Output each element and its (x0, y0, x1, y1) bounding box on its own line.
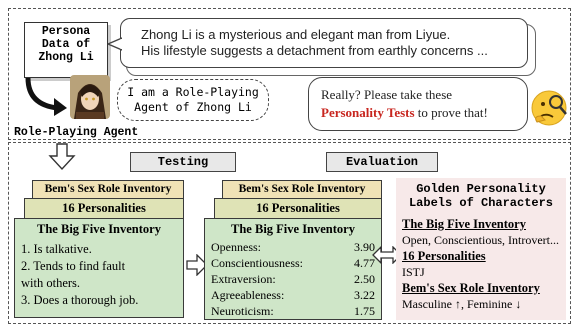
score-value: 4.77 (354, 256, 375, 270)
top-panel (8, 8, 571, 140)
score-value: 3.22 (354, 288, 375, 302)
persona-title-line-2: Data of (41, 38, 91, 51)
down-arrow-icon (48, 143, 76, 171)
golden-mbti-heading: 16 Personalities (402, 249, 486, 263)
score-value: 3.90 (354, 240, 375, 254)
challenge-bubble: Really? Please take these Personality Te… (308, 77, 528, 131)
score-trait: Neuroticism: (211, 304, 274, 318)
role-playing-agent-label: Role-Playing Agent (14, 126, 139, 139)
golden-bem-value: Masculine ↑, Feminine ↓ (402, 297, 522, 311)
score-value: 1.75 (354, 304, 375, 318)
question-2-cont: with others. (21, 276, 81, 290)
persona-title-line-3: Zhong Li (38, 51, 94, 64)
right-arrow-icon (186, 254, 208, 276)
role-playing-bubble: I am a Role-Playing Agent of Zhong Li (117, 79, 269, 121)
question-3: 3. Does a thorough job. (21, 293, 139, 307)
curved-arrow-icon (25, 77, 67, 116)
score-row: Agreeableness: 3.22 (205, 287, 381, 303)
score-trait: Extraversion: (211, 272, 276, 286)
score-trait: Agreeableness: (211, 288, 285, 302)
mid-card-bigfive-title: The Big Five Inventory (231, 222, 355, 236)
challenge-line-1: Really? Please take these (321, 87, 453, 102)
persona-description-line-2: His lifestyle suggests a detachment from… (141, 43, 488, 58)
persona-description-line-1: Zhong Li is a mysterious and elegant man… (141, 27, 451, 42)
golden-labels-panel: Golden Personality Labels of Characters … (396, 178, 566, 320)
question-1: 1. Is talkative. (21, 242, 92, 256)
left-card-bigfive-title: The Big Five Inventory (37, 222, 161, 236)
bubble-pointer-icon (108, 37, 122, 51)
question-2: 2. Tends to find fault (21, 259, 126, 273)
score-row: Conscientiousness: 4.77 (205, 255, 381, 271)
challenge-line-2-suffix: to prove that! (414, 105, 488, 120)
challenge-line-2: Personality Tests to prove that! (321, 104, 527, 122)
left-card-16p-title: 16 Personalities (62, 201, 146, 215)
zhong-li-avatar (70, 75, 110, 119)
left-card-bem-title: Bem's Sex Role Inventory (44, 183, 172, 195)
score-value: 2.50 (354, 272, 375, 286)
testing-tag: Testing (130, 152, 236, 172)
mid-card-bem-title: Bem's Sex Role Inventory (238, 183, 366, 195)
mid-card-16p-title: 16 Personalities (256, 201, 340, 215)
role-bubble-line-1: I am a Role-Playing (127, 85, 259, 99)
golden-mbti-value: ISTJ (402, 265, 425, 279)
score-row: Openness: 3.90 (205, 239, 381, 255)
role-bubble-line-2: Agent of Zhong Li (134, 100, 252, 114)
score-trait: Conscientiousness: (211, 256, 303, 270)
bottom-panel (8, 142, 571, 324)
golden-bigfive-heading: The Big Five Inventory (402, 217, 526, 231)
mid-card-bigfive: The Big Five Inventory Openness: 3.90 Con… (204, 218, 382, 320)
persona-data-box: Persona Data of Zhong Li (24, 22, 108, 78)
score-row: Neuroticism: 1.75 (205, 303, 381, 319)
persona-description-bubble: Zhong Li is a mysterious and elegant man… (120, 18, 528, 68)
golden-title-line-2: Labels of Characters (408, 196, 554, 210)
evaluation-tag: Evaluation (326, 152, 438, 172)
persona-title-line-1: Persona (41, 25, 91, 38)
personality-tests-highlight: Personality Tests (321, 105, 415, 120)
golden-bem-heading: Bem's Sex Role Inventory (402, 281, 540, 295)
left-card-bigfive: The Big Five Inventory 1. Is talkative. … (14, 218, 184, 318)
golden-title-line-1: Golden Personality (416, 182, 546, 196)
golden-bigfive-value: Open, Conscientious, Introvert... (402, 233, 559, 247)
thinking-face-icon (531, 90, 567, 126)
score-trait: Openness: (211, 240, 261, 254)
score-row: Extraversion: 2.50 (205, 271, 381, 287)
